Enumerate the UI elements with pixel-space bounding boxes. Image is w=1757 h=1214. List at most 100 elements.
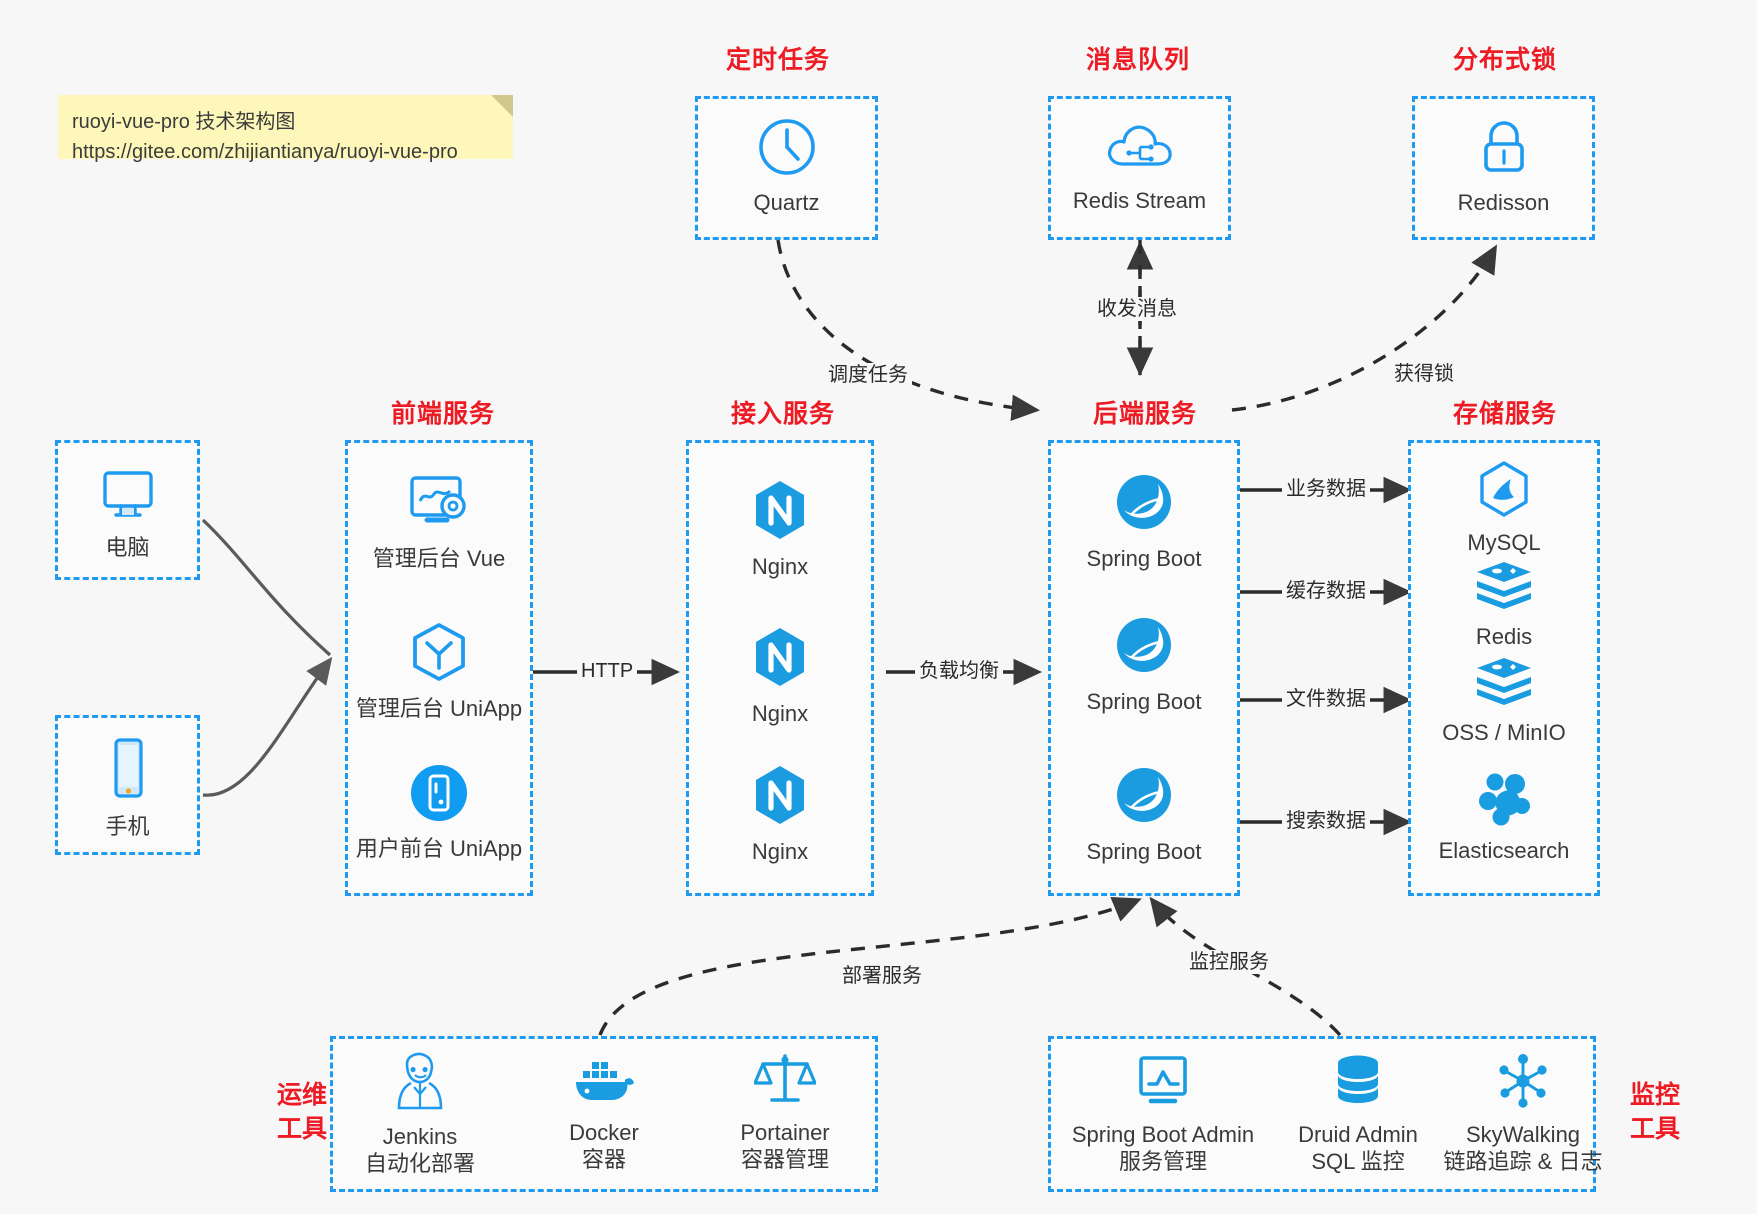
node-docker[interactable]: Docker 容器: [524, 1054, 684, 1173]
jenkins-butler-icon: [391, 1050, 449, 1117]
node-sublabel: 容器: [581, 1147, 626, 1172]
node-phone[interactable]: 手机: [55, 736, 200, 840]
group-title-devops-tools: 运维 工具: [262, 1078, 342, 1146]
edge-label-load-balance: 负载均衡: [915, 659, 1003, 683]
devops-title-line2: 工具: [276, 1115, 327, 1143]
node-label: MySQL: [1467, 530, 1541, 555]
node-label: Spring Boot: [1086, 839, 1202, 864]
group-title-backend-service: 后端服务: [1092, 400, 1197, 428]
node-jenkins[interactable]: Jenkins 自动化部署: [340, 1050, 500, 1177]
node-spring-boot-1[interactable]: Spring Boot: [1048, 470, 1240, 572]
node-label: Portainer: [740, 1120, 830, 1145]
node-label: SkyWalking: [1465, 1122, 1581, 1147]
redis-stack-icon: [1473, 656, 1535, 713]
cloud-stream-icon: [1105, 120, 1175, 181]
node-label: Spring Boot: [1086, 546, 1202, 571]
group-title-scheduled-task: 定时任务: [725, 46, 830, 74]
node-label: 管理后台 Vue: [372, 546, 506, 571]
edge-label-cache-data: 缓存数据: [1282, 579, 1370, 603]
node-admin-uniapp[interactable]: 管理后台 UniApp: [345, 620, 533, 722]
edge-label-send-receive-message: 收发消息: [1093, 297, 1181, 321]
node-label: 管理后台 UniApp: [355, 696, 523, 721]
edge-label-monitor-service: 监控服务: [1185, 950, 1273, 974]
edge-label-acquire-lock: 获得锁: [1390, 362, 1458, 386]
scales-icon: [753, 1050, 817, 1113]
node-label: 电脑: [105, 535, 150, 560]
spring-boot-icon: [1112, 613, 1176, 682]
node-nginx-3[interactable]: Nginx: [686, 763, 874, 865]
nginx-icon: [751, 478, 809, 547]
dashboard-gear-icon: [405, 472, 473, 539]
group-title-storage-service: 存储服务: [1452, 400, 1557, 428]
lock-icon: [1476, 118, 1532, 183]
node-label: Redisson: [1457, 190, 1550, 215]
node-oss-minio[interactable]: OSS / MinIO: [1408, 656, 1600, 746]
node-sublabel: SQL 监控: [1311, 1149, 1405, 1174]
uniapp-cube-icon: [408, 620, 470, 689]
node-nginx-1[interactable]: Nginx: [686, 478, 874, 580]
node-spring-boot-2[interactable]: Spring Boot: [1048, 613, 1240, 715]
node-spring-boot-3[interactable]: Spring Boot: [1048, 763, 1240, 865]
mobile-phone-icon: [102, 736, 154, 807]
node-label: Nginx: [751, 701, 809, 726]
nginx-icon: [751, 625, 809, 694]
group-title-access-service: 接入服务: [730, 400, 835, 428]
node-redis-stream[interactable]: Redis Stream: [1048, 120, 1231, 214]
node-spring-boot-admin[interactable]: Spring Boot Admin 服务管理: [1058, 1052, 1268, 1175]
node-nginx-2[interactable]: Nginx: [686, 625, 874, 727]
monitor-chart-icon: [1132, 1052, 1194, 1115]
node-label: 手机: [105, 814, 150, 839]
node-computer[interactable]: 电脑: [55, 465, 200, 561]
node-mysql[interactable]: MySQL: [1408, 460, 1600, 556]
node-portainer[interactable]: Portainer 容器管理: [705, 1050, 865, 1173]
note-line-url: https://gitee.com/zhijiantianya/ruoyi-vu…: [72, 141, 458, 163]
group-title-message-queue: 消息队列: [1085, 46, 1190, 74]
spring-boot-icon: [1112, 763, 1176, 832]
node-redis[interactable]: Redis: [1408, 560, 1600, 650]
note-line-title: ruoyi-vue-pro 技术架构图: [72, 111, 296, 133]
database-icon: [1329, 1052, 1387, 1115]
node-skywalking[interactable]: SkyWalking 链路追踪 & 日志: [1428, 1052, 1618, 1175]
node-label: Quartz: [753, 190, 820, 215]
node-label: Elasticsearch: [1438, 838, 1570, 863]
monitor-title-line2: 工具: [1629, 1115, 1680, 1143]
edge-label-deploy-service: 部署服务: [838, 964, 926, 988]
node-admin-vue[interactable]: 管理后台 Vue: [345, 472, 533, 572]
group-title-distributed-lock: 分布式锁: [1452, 46, 1557, 74]
node-label: Redis Stream: [1072, 188, 1207, 213]
node-label: Druid Admin: [1298, 1122, 1418, 1147]
node-quartz[interactable]: Quartz: [695, 116, 878, 216]
node-label: Docker: [569, 1120, 639, 1145]
desktop-monitor-icon: [97, 465, 159, 528]
node-label: OSS / MinIO: [1442, 720, 1566, 745]
node-label: Spring Boot: [1086, 689, 1202, 714]
node-label: Jenkins: [382, 1124, 458, 1149]
group-box-message-queue: [1048, 96, 1231, 240]
redis-icon: [1473, 560, 1535, 617]
clock-icon: [756, 116, 818, 183]
group-box-distributed-lock: [1412, 96, 1595, 240]
note-fold-corner: [491, 95, 513, 117]
skywalking-node-icon: [1494, 1052, 1552, 1115]
node-label: Redis: [1475, 624, 1533, 649]
node-label: 用户前台 UniApp: [355, 836, 523, 861]
node-label: Spring Boot Admin: [1071, 1122, 1255, 1147]
node-sublabel: 服务管理: [1118, 1149, 1207, 1174]
monitor-title-line1: 监控: [1629, 1081, 1680, 1109]
node-redisson[interactable]: Redisson: [1412, 118, 1595, 216]
node-sublabel: 链路追踪 & 日志: [1443, 1149, 1603, 1174]
group-title-monitor-tools: 监控 工具: [1610, 1078, 1700, 1146]
node-user-uniapp[interactable]: 用户前台 UniApp: [345, 762, 533, 862]
docker-whale-icon: [571, 1054, 637, 1113]
node-elasticsearch[interactable]: Elasticsearch: [1408, 768, 1600, 864]
node-druid-admin[interactable]: Druid Admin SQL 监控: [1268, 1052, 1448, 1175]
group-title-frontend-service: 前端服务: [390, 400, 495, 428]
node-label: Nginx: [751, 839, 809, 864]
spring-boot-icon: [1112, 470, 1176, 539]
elasticsearch-icon: [1474, 768, 1534, 831]
nginx-icon: [751, 763, 809, 832]
devops-title-line1: 运维: [276, 1081, 327, 1109]
mysql-icon: [1475, 460, 1533, 523]
edge-label-business-data: 业务数据: [1282, 477, 1370, 501]
